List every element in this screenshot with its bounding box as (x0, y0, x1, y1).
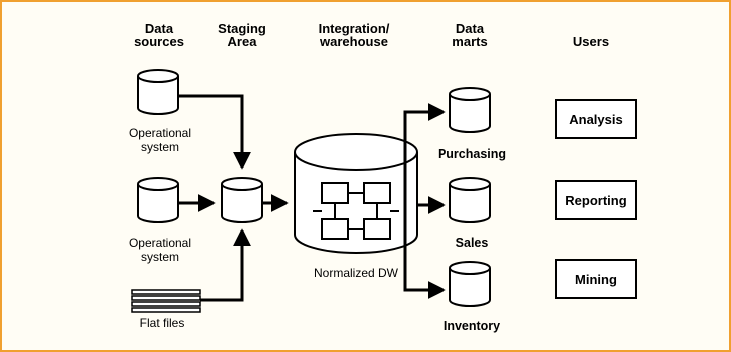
sales-label: Sales (455, 236, 489, 250)
staging-area-cylinder (221, 177, 263, 223)
header-data-marts: Data marts (452, 21, 488, 49)
inventory-label: Inventory (443, 319, 501, 333)
operational-system-2-cylinder (137, 177, 179, 223)
mining-box: Mining (555, 259, 637, 299)
header-data-sources: Data sources (134, 21, 184, 49)
sales-cylinder (449, 177, 491, 223)
operational-system-1-cylinder (137, 69, 179, 115)
warehouse-cylinder (294, 133, 418, 254)
purchasing-cylinder (449, 87, 491, 133)
flow-arrows (178, 94, 446, 302)
header-users: Users (572, 34, 610, 49)
inventory-cylinder (449, 261, 491, 307)
analysis-box: Analysis (555, 99, 637, 139)
purchasing-label: Purchasing (437, 147, 507, 161)
flat-files-label: Flat files (139, 316, 185, 330)
operational-system-2-label: Operational system (128, 236, 192, 264)
header-integration-warehouse: Integration/ warehouse (318, 21, 390, 49)
flat-files-icon (131, 289, 201, 313)
header-staging-area: Staging Area (218, 21, 266, 49)
operational-system-1-label: Operational system (128, 126, 192, 154)
normalized-dw-label: Normalized DW (313, 266, 398, 280)
reporting-box: Reporting (555, 180, 637, 220)
